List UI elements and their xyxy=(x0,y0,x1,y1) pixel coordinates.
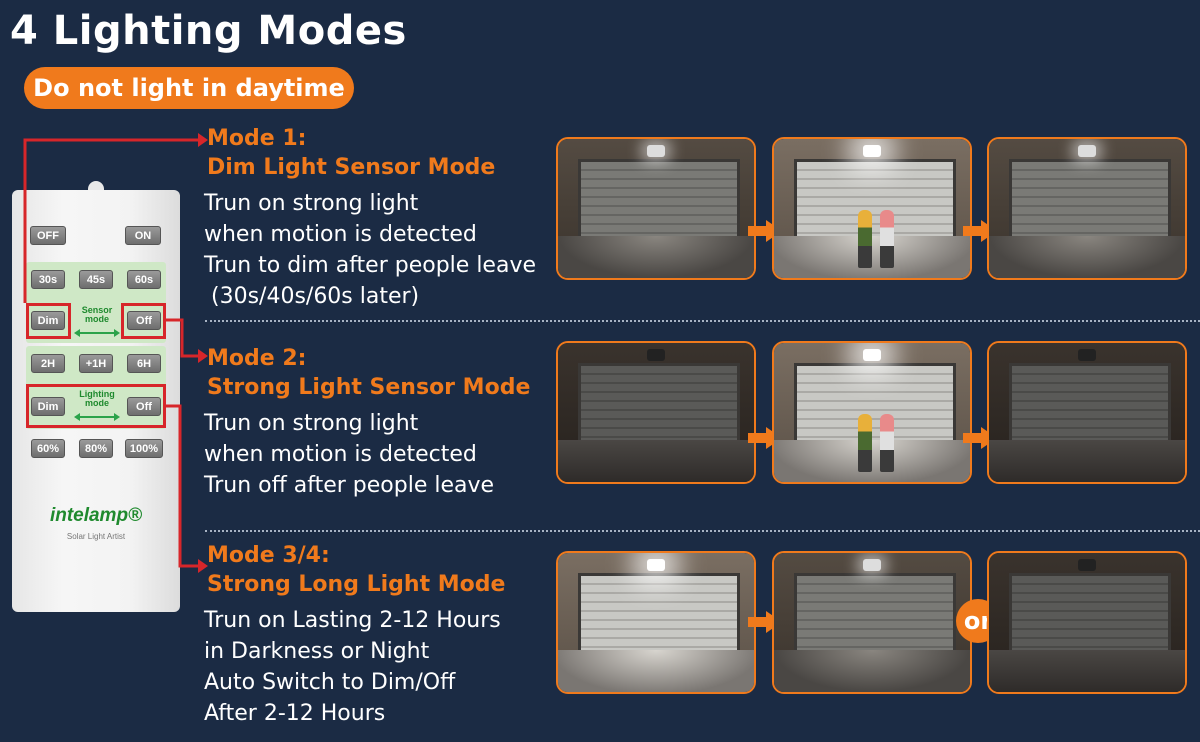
garage-photo xyxy=(772,551,972,694)
garage-photo xyxy=(772,341,972,484)
remote-6h-button[interactable]: 6H xyxy=(127,354,161,373)
lamp-icon xyxy=(647,559,665,571)
brand-logo: intelamp® xyxy=(49,505,143,526)
remote-timer-60s-button[interactable]: 60s xyxy=(127,270,161,289)
remote-lighting-arrow xyxy=(74,413,120,421)
remote-on-button[interactable]: ON xyxy=(125,226,161,245)
remote-lighting-dim-button[interactable]: Dim xyxy=(31,397,65,416)
child-figure xyxy=(880,414,894,472)
lamp-icon xyxy=(863,559,881,571)
remote-sensor-off-button[interactable]: Off xyxy=(127,311,161,330)
mode3-line: Auto Switch to Dim/Off xyxy=(204,670,456,695)
mode3-line: After 2-12 Hours xyxy=(204,701,386,726)
mode1-line: (30s/40s/60s later) xyxy=(204,284,420,309)
divider xyxy=(205,530,1200,532)
lamp-icon xyxy=(1078,559,1096,571)
remote-sensor-dim-button[interactable]: Dim xyxy=(31,311,65,330)
mode1-title: Mode 1: xyxy=(207,126,307,151)
garage-photo xyxy=(987,341,1187,484)
highlight-sensor-dim xyxy=(26,303,71,339)
brand-tagline: Solar Light Artist xyxy=(66,532,126,541)
lamp-icon xyxy=(647,349,665,361)
child-figure xyxy=(880,210,894,268)
remote-60pct-button[interactable]: 60% xyxy=(31,439,65,458)
lamp-icon xyxy=(863,145,881,157)
garage-photo xyxy=(987,551,1187,694)
remote-100pct-button[interactable]: 100% xyxy=(125,439,163,458)
daytime-badge: Do not light in daytime xyxy=(24,67,354,109)
mode3-title: Mode 3/4: xyxy=(207,543,330,568)
mode3-line: Trun on Lasting 2-12 Hours xyxy=(204,608,501,633)
remote-2h-button[interactable]: 2H xyxy=(31,354,65,373)
garage-photo xyxy=(772,137,972,280)
page-title: 4 Lighting Modes xyxy=(10,8,407,54)
lamp-icon xyxy=(863,349,881,361)
mode3-subtitle: Strong Long Light Mode xyxy=(207,572,506,597)
lamp-icon xyxy=(647,145,665,157)
lamp-icon xyxy=(1078,349,1096,361)
mode2-title: Mode 2: xyxy=(207,346,307,371)
remote-sensor-arrow xyxy=(74,329,120,337)
remote-off-button[interactable]: OFF xyxy=(30,226,66,245)
divider xyxy=(205,320,1200,322)
mode1-line: Trun to dim after people leave xyxy=(204,253,536,278)
remote-plus1h-button[interactable]: +1H xyxy=(79,354,113,373)
mode2-line: when motion is detected xyxy=(204,442,477,467)
mode2-subtitle: Strong Light Sensor Mode xyxy=(207,375,531,400)
garage-photo xyxy=(556,341,756,484)
garage-photo xyxy=(987,137,1187,280)
remote-timer-30s-button[interactable]: 30s xyxy=(31,270,65,289)
mode1-line: when motion is detected xyxy=(204,222,477,247)
remote-80pct-button[interactable]: 80% xyxy=(79,439,113,458)
lamp-icon xyxy=(1078,145,1096,157)
remote-lighting-off-button[interactable]: Off xyxy=(127,397,161,416)
remote-timer-45s-button[interactable]: 45s xyxy=(79,270,113,289)
highlight-sensor-off xyxy=(121,303,166,339)
garage-photo xyxy=(556,551,756,694)
garage-photo xyxy=(556,137,756,280)
mode3-line: in Darkness or Night xyxy=(204,639,430,664)
mode2-line: Trun on strong light xyxy=(204,411,419,436)
child-figure xyxy=(858,414,872,472)
mode1-subtitle: Dim Light Sensor Mode xyxy=(207,155,496,180)
mode1-line: Trun on strong light xyxy=(204,191,419,216)
mode2-line: Trun off after people leave xyxy=(204,473,495,498)
child-figure xyxy=(858,210,872,268)
highlight-lighting-row xyxy=(26,384,166,428)
